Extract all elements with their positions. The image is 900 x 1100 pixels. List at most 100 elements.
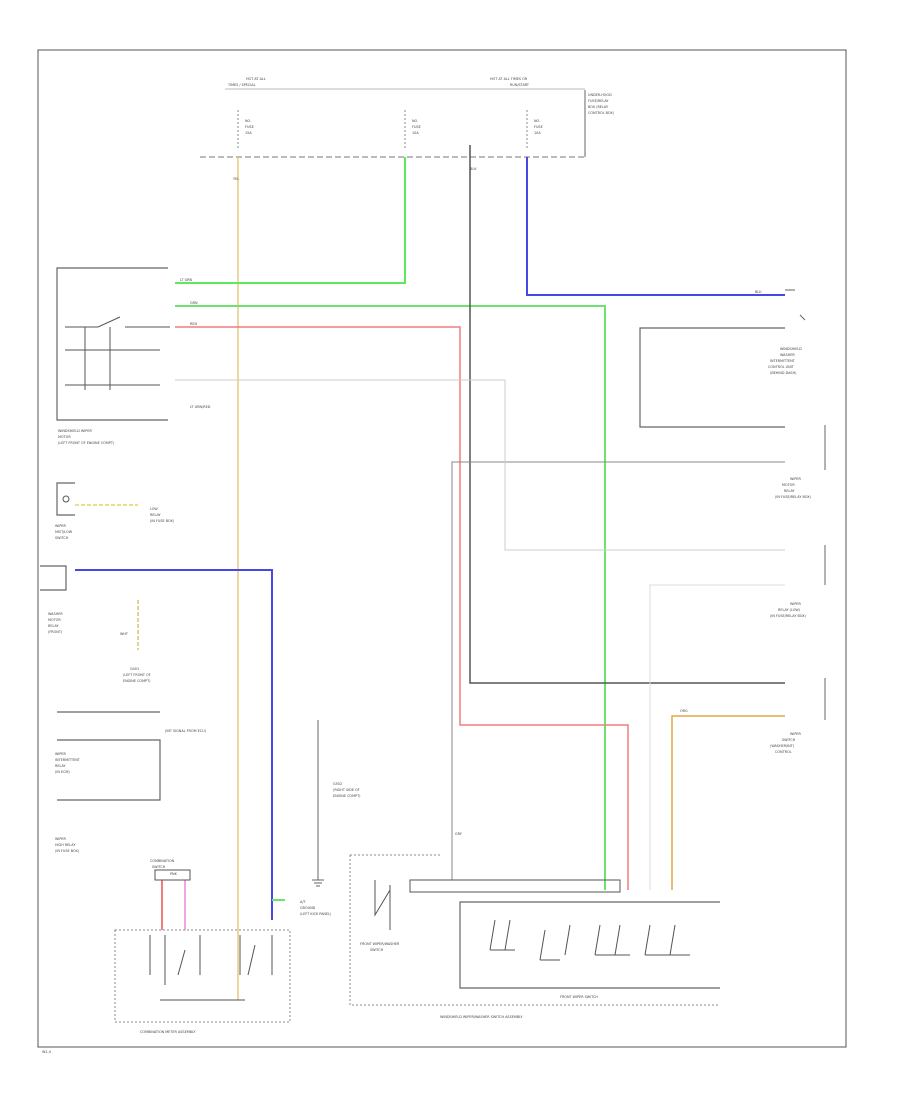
wiper-motor-line-0: WINDSHIELD WIPER xyxy=(58,429,92,433)
fuse-box-left-line-1: TIMES / SPECIAL xyxy=(227,83,256,87)
fuse-left-line-0: NO. xyxy=(245,119,251,123)
right-control-unit-line-0: WINDSHIELD xyxy=(780,347,802,351)
wire-gray-black xyxy=(469,145,785,684)
switch-connector xyxy=(154,869,191,881)
mist-switch-line-1: MIST/LOW xyxy=(55,530,73,534)
mist-switch-outline xyxy=(56,482,75,516)
ground-g1-line-0: G401 xyxy=(130,667,139,671)
wire-label-grn: GRN xyxy=(190,301,198,305)
wire-red-long xyxy=(175,326,629,890)
low-relay-small-line-0: LOW xyxy=(150,507,158,511)
relay-box-line-3: CONTROL BOX) xyxy=(588,111,615,115)
wiper-motor-line-1: MOTOR xyxy=(58,435,71,439)
int-relay-note: (INT SIGNAL FROM ECU) xyxy=(165,729,207,733)
fuse-box-right-line-0: HOT AT ALL TIMES OR xyxy=(490,77,528,81)
relay-box-line-1: FUSE/RELAY xyxy=(588,99,609,103)
ground-g2-line-1: (RIGHT SIDE OF xyxy=(333,788,360,792)
wire-thin-gray-2 xyxy=(175,379,785,551)
washer-motor-outline xyxy=(40,565,67,591)
wire-blue-left xyxy=(75,569,273,920)
washer-switch-outline xyxy=(349,854,720,1006)
low-relay-small-line-1: RELAY xyxy=(150,513,162,517)
combination-switch-label: COMBINATION SWITCH xyxy=(150,859,191,881)
right-control-unit-line-2: INTERMITTENT xyxy=(770,359,796,363)
wire-label-blu: BLU xyxy=(755,290,762,294)
wire-label-wht: WHT xyxy=(120,632,129,636)
int-relay-line-2: RELAY xyxy=(55,764,67,768)
wiper-switch-ctrl-line-2: (WASHER/INT) xyxy=(770,744,795,748)
fuse-box-right-label: HOT AT ALL TIMES OR RUN/START xyxy=(490,77,530,87)
relay-box-line-2: BOX (RELAY xyxy=(588,105,609,109)
int-relay-line-3: (IN ECM) xyxy=(55,770,70,774)
wiper-low-relay-line-2: (IN FUSE/RELAY BOX) xyxy=(770,614,807,618)
fuse-right-line-0: NO. xyxy=(534,119,540,123)
washer-motor-line-3: (FRONT) xyxy=(48,630,63,634)
relay-box-line-0: UNDER-HOOD xyxy=(588,93,612,97)
ground-g1-line-2: ENGINE COMPT) xyxy=(123,679,151,683)
wiper-motor: WINDSHIELD WIPER MOTOR (LEFT FRONT OF EN… xyxy=(56,267,211,445)
ground-label-line-0: A/T xyxy=(300,900,306,904)
front-wiper-sw-line-1: SWITCH xyxy=(370,948,384,952)
high-relay: WIPER HIGH RELAY (IN FUSE BOX) xyxy=(55,837,80,853)
wire-orange xyxy=(671,715,785,890)
wiper-switch-ctrl-line-1: SWITCH xyxy=(782,738,796,742)
combination-meter-outline xyxy=(114,929,291,1023)
wiper-motor-relay-line-2: RELAY xyxy=(784,489,796,493)
int-relay: (INT SIGNAL FROM ECU) WIPER INTERMITTENT… xyxy=(55,711,207,801)
fuse-mid: NO. FUSE 10A xyxy=(404,110,421,150)
ground-label-line-2: (LEFT KICK PANEL) xyxy=(300,912,332,916)
combination-meter-switches xyxy=(149,935,273,1001)
wire-label-org: ORG xyxy=(680,709,688,713)
ground-g1-line-1: (LEFT FRONT OF xyxy=(123,673,151,677)
ground-middle: G502 (RIGHT SIDE OF ENGINE COMPT) A/T GR… xyxy=(300,720,361,916)
washer-switch-assembly: FRONT WIPER/WASHER SWITCH FRONT WIPER SW… xyxy=(349,854,720,1019)
front-wiper-sw-line-0: FRONT WIPER/WASHER xyxy=(360,942,400,946)
fuse-mid-line-2: 10A xyxy=(412,131,419,135)
washer-switch-title: WINDSHIELD WIPER/WASHER SWITCH ASSEMBLY xyxy=(440,1015,524,1019)
front-washer-switch xyxy=(374,880,391,930)
right-control-unit-line-1: WASHER xyxy=(780,353,795,357)
int-relay-outline xyxy=(57,711,161,801)
wire-label-pnk: PNK xyxy=(170,872,178,876)
wire-lt-green-top xyxy=(175,157,406,284)
ground-g2-line-0: G502 xyxy=(333,782,342,786)
wiper-motor-switch xyxy=(65,316,170,390)
int-relay-line-1: INTERMITTENT xyxy=(55,758,81,762)
page-mark: W2-4 xyxy=(42,1050,51,1054)
ctrl-switch-line-0: COMBINATION xyxy=(150,859,175,863)
high-relay-line-1: HIGH RELAY xyxy=(55,843,76,847)
wire-green-long xyxy=(175,305,606,890)
fuse-box-left-line-0: HOT AT ALL xyxy=(246,77,266,81)
wiper-switch-box-label: FRONT WIPER SWITCH xyxy=(560,995,598,999)
fuse-right-line-1: FUSE xyxy=(534,125,543,129)
wiper-motor-line-2: (LEFT FRONT OF ENGINE COMPT) xyxy=(58,441,115,445)
right-connector-1: WIPER MOTOR RELAY (IN FUSE/RELAY BOX) xyxy=(775,289,826,499)
wire-label-red: RED xyxy=(190,322,197,326)
wiper-motor-relay-line-3: (IN FUSE/RELAY BOX) xyxy=(775,495,812,499)
mist-switch-contact xyxy=(62,495,70,503)
right-control-unit-line-4: (BEHIND DASH) xyxy=(770,371,797,375)
wiper-low-relay-line-1: RELAY (LOW) xyxy=(778,608,801,612)
wiper-switch-contacts xyxy=(489,919,690,961)
wiper-motor-outline xyxy=(56,267,168,421)
fuse-left-line-1: FUSE xyxy=(245,125,254,129)
fuse-right-line-2: 10A xyxy=(534,131,541,135)
fuse-box-left-label: HOT AT ALL TIMES / SPECIAL xyxy=(227,77,266,87)
fuse-right: NO. FUSE 10A xyxy=(526,110,543,150)
washer-motor-line-2: RELAY xyxy=(48,624,60,628)
wiper-motor-relay-line-1: MOTOR xyxy=(782,483,795,487)
wire-label-lt-grn: LT GRN xyxy=(180,278,193,282)
low-relay-small-line-2: (IN FUSE BOX) xyxy=(150,519,175,523)
wiper-switch-ctrl-line-3: CONTROL xyxy=(775,750,792,754)
combination-meter: COMBINATION METER ASSEMBLY xyxy=(114,929,291,1034)
ground-g2-line-2: ENGINE COMPT) xyxy=(333,794,361,798)
right-connector-3: WIPER SWITCH (WASHER/INT) CONTROL xyxy=(770,678,826,754)
int-relay-line-0: WIPER xyxy=(55,752,67,756)
wiper-switch-box xyxy=(459,901,720,989)
washer-motor-line-0: WASHER xyxy=(48,612,63,616)
relay-box-label: UNDER-HOOD FUSE/RELAY BOX (RELAY CONTROL… xyxy=(588,93,615,115)
washer-switch-bus xyxy=(409,879,621,893)
high-relay-line-2: (IN FUSE BOX) xyxy=(55,849,80,853)
right-connector-1-outline xyxy=(785,289,826,470)
